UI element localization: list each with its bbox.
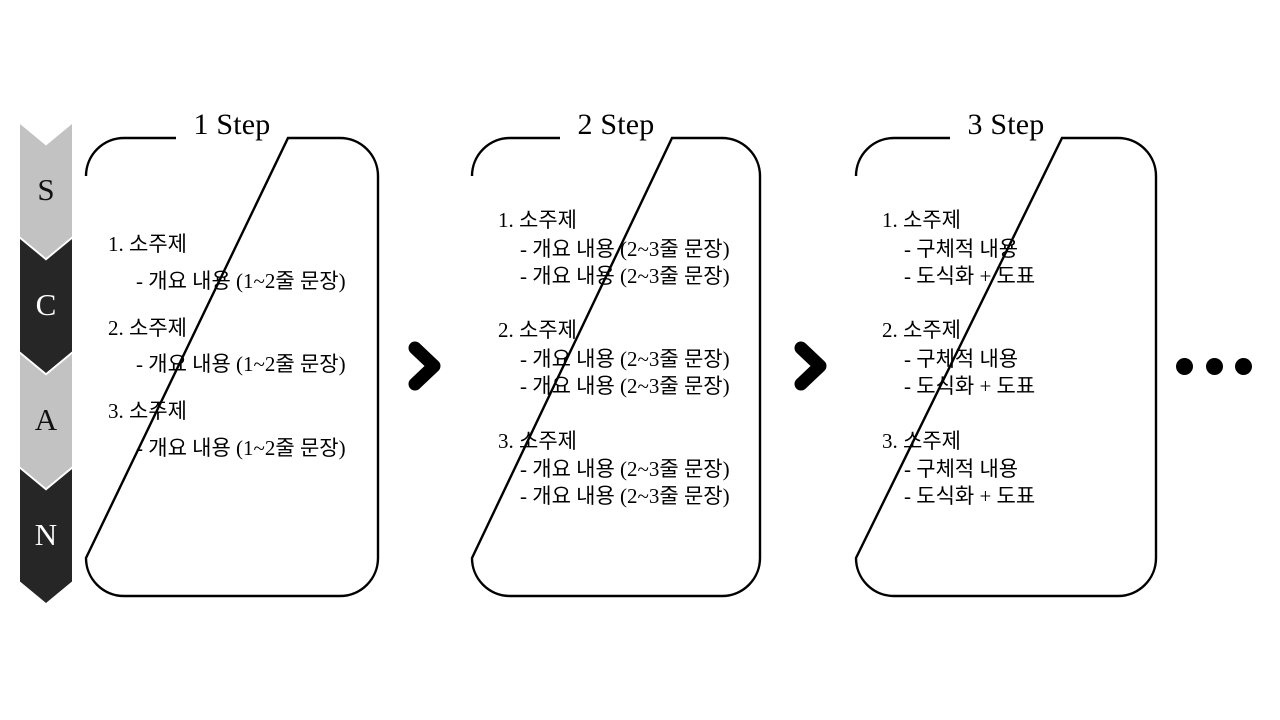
- step-box-2: 2 Step 1. 소주제 - 개요 내용 (2~3줄 문장) - 개요 내용 …: [470, 108, 762, 598]
- step-box-3: 3 Step 1. 소주제 - 구체적 내용 - 도식화 + 도표 2. 소주제…: [854, 108, 1158, 598]
- step-1-group-3: 3. 소주제 - 개요 내용 (1~2줄 문장): [102, 399, 380, 461]
- step-3-body: 1. 소주제 - 구체적 내용 - 도식화 + 도표 2. 소주제 - 구체적 …: [854, 136, 1158, 598]
- connector-1: [404, 340, 444, 392]
- group-subline: - 도식화 + 도표: [904, 263, 1036, 288]
- scan-segment-n: N: [20, 469, 72, 603]
- ellipsis-dot: [1205, 357, 1223, 375]
- step-1-group-1: 1. 소주제 - 개요 내용 (1~2줄 문장): [102, 232, 380, 294]
- group-subline: - 개요 내용 (2~3줄 문장): [520, 373, 730, 398]
- step-2-title-text: 2 Step: [565, 108, 667, 141]
- step-3-title: 3 Step: [854, 108, 1158, 141]
- step-2-body: 1. 소주제 - 개요 내용 (2~3줄 문장) - 개요 내용 (2~3줄 문…: [470, 136, 762, 598]
- group-subline: - 구체적 내용: [904, 347, 1019, 372]
- group-subline: - 개요 내용 (2~3줄 문장): [520, 484, 730, 509]
- group-heading: 2. 소주제: [108, 315, 187, 340]
- step-3-group-3: 3. 소주제 - 구체적 내용 - 도식화 + 도표: [876, 429, 1158, 509]
- step-1-group-2: 2. 소주제 - 개요 내용 (1~2줄 문장): [102, 316, 380, 378]
- group-heading: 1. 소주제: [498, 208, 577, 232]
- group-subline: - 도식화 + 도표: [904, 373, 1036, 398]
- scan-segment-c: C: [20, 239, 72, 373]
- scan-letter-s: S: [37, 171, 55, 207]
- step-3-frame: [854, 136, 1158, 598]
- ellipsis-icon: [1176, 356, 1252, 376]
- step-1-frame: [84, 136, 380, 598]
- group-subline: - 구체적 내용: [904, 236, 1019, 261]
- ellipsis-dot: [1235, 357, 1252, 375]
- group-subline: - 개요 내용 (1~2줄 문장): [136, 435, 346, 460]
- group-heading: 1. 소주제: [108, 232, 187, 256]
- group-subline: - 개요 내용 (2~3줄 문장): [520, 236, 730, 261]
- group-subline: - 개요 내용 (1~2줄 문장): [136, 352, 346, 377]
- scan-letter-a: A: [34, 401, 58, 437]
- step-2-group-3: 3. 소주제 - 개요 내용 (2~3줄 문장) - 개요 내용 (2~3줄 문…: [492, 429, 762, 509]
- group-heading: 1. 소주제: [882, 208, 961, 232]
- step-box-1: 1 Step 1. 소주제 - 개요 내용 (1~2줄 문장) 2. 소주제 -…: [84, 108, 380, 598]
- step-1-body: 1. 소주제 - 개요 내용 (1~2줄 문장) 2. 소주제 - 개요 내용 …: [84, 136, 380, 598]
- scan-segment-a: A: [20, 354, 72, 488]
- ellipsis-dot: [1176, 357, 1193, 375]
- step-2-group-1: 1. 소주제 - 개요 내용 (2~3줄 문장) - 개요 내용 (2~3줄 문…: [492, 208, 762, 288]
- step-2-frame: [470, 136, 762, 598]
- step-3-group-1: 1. 소주제 - 구체적 내용 - 도식화 + 도표: [876, 208, 1158, 288]
- group-heading: 3. 소주제: [882, 428, 961, 453]
- scan-chevron-column: S C A N: [20, 124, 72, 603]
- scan-letter-n: N: [34, 516, 58, 552]
- connector-2: [790, 340, 830, 392]
- step-1-title-text: 1 Step: [181, 108, 283, 141]
- group-subline: - 도식화 + 도표: [904, 484, 1036, 509]
- group-subline: - 구체적 내용: [904, 457, 1019, 482]
- group-heading: 2. 소주제: [882, 318, 961, 343]
- scan-letter-c: C: [35, 286, 57, 322]
- step-3-title-text: 3 Step: [955, 108, 1057, 141]
- chevron-right-icon: [794, 341, 827, 391]
- step-3-group-2: 2. 소주제 - 구체적 내용 - 도식화 + 도표: [876, 318, 1158, 398]
- step-1-title: 1 Step: [84, 108, 380, 141]
- scan-segment-s: S: [20, 124, 72, 258]
- group-subline: - 개요 내용 (2~3줄 문장): [520, 263, 730, 288]
- group-subline: - 개요 내용 (1~2줄 문장): [136, 268, 346, 293]
- step-2-title: 2 Step: [470, 108, 762, 141]
- group-heading: 2. 소주제: [498, 318, 577, 343]
- step-2-group-2: 2. 소주제 - 개요 내용 (2~3줄 문장) - 개요 내용 (2~3줄 문…: [492, 318, 762, 398]
- chevron-right-icon: [408, 341, 441, 391]
- group-subline: - 개요 내용 (2~3줄 문장): [520, 347, 730, 372]
- group-heading: 3. 소주제: [108, 399, 187, 424]
- group-heading: 3. 소주제: [498, 428, 577, 453]
- group-subline: - 개요 내용 (2~3줄 문장): [520, 457, 730, 482]
